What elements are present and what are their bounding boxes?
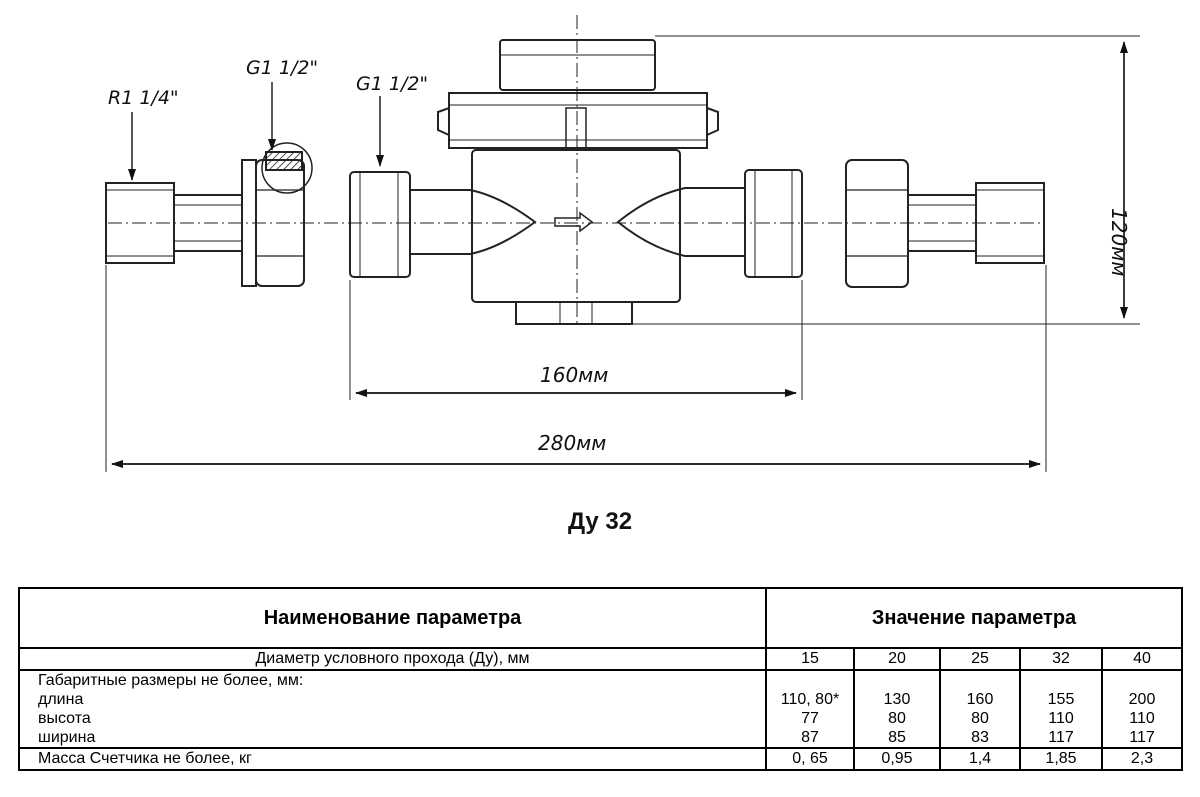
cell-value: 155 [1047, 691, 1075, 708]
table-row: Габаритные размеры не более, мм: длина в… [18, 669, 1184, 749]
cell-value: 1,4 [968, 750, 992, 767]
cell-value: 200 [1128, 691, 1156, 708]
table-cell: 0,95 [853, 747, 941, 771]
cell-value: 80 [888, 710, 906, 727]
cell-value: 15 [801, 650, 819, 667]
cell-value: 85 [888, 729, 906, 746]
cell-value: 1,85 [1045, 750, 1077, 767]
table-cell: 0, 65 [765, 747, 855, 771]
thread-hatch [265, 151, 303, 171]
thread-label-mid: G1 1/2" [246, 57, 318, 79]
table-cell: 1,85 [1019, 747, 1103, 771]
table-cell: 15 [765, 647, 855, 671]
cell-value: 80 [971, 710, 989, 727]
row-name-line: длина [38, 691, 84, 708]
table-cell: 200 110 117 [1100, 669, 1184, 749]
spec-table: Наименование параметра Значение параметр… [18, 587, 1184, 771]
thread-label-body: G1 1/2" [356, 73, 428, 95]
thread-label-left: R1 1/4" [108, 87, 179, 109]
table-cell: 20 [853, 647, 941, 671]
row-name-line: ширина [38, 729, 96, 746]
cell-value: 32 [1052, 650, 1070, 667]
height-label: 120мм [1107, 208, 1131, 276]
cell-value: 110, 80* [780, 691, 840, 708]
row-name-line: Диаметр условного прохода (Ду), мм [255, 650, 530, 667]
row-name: Габаритные размеры не более, мм: длина в… [18, 669, 767, 749]
left-tailpiece [105, 142, 313, 287]
cell-value: 0,95 [881, 750, 913, 767]
figure-caption: Ду 32 [567, 508, 633, 535]
table-row: Масса Счетчика не более, кг 0, 65 0,95 1… [18, 747, 1184, 771]
table-cell: 130 80 85 [853, 669, 941, 749]
table-cell: 25 [939, 647, 1021, 671]
cell-value: 20 [888, 650, 906, 667]
table-cell: 155 110 117 [1019, 669, 1103, 749]
cell-value: 117 [1048, 729, 1074, 746]
cell-value: 87 [801, 729, 819, 746]
row-name-line: Габаритные размеры не более, мм: [38, 672, 304, 689]
table-cell: 160 80 83 [939, 669, 1021, 749]
header-parameter-name: Наименование параметра [18, 587, 767, 649]
table-header-row: Наименование параметра Значение параметр… [18, 587, 1184, 649]
cell-value [944, 671, 1016, 690]
cell-value [1024, 671, 1098, 690]
cell-value: 110 [1048, 710, 1074, 727]
meter-body [349, 39, 803, 325]
detail-circle [261, 142, 313, 194]
table-cell: 110, 80* 77 87 [765, 669, 855, 749]
cell-value: 40 [1133, 650, 1151, 667]
header-parameter-value: Значение параметра [764, 587, 1184, 649]
row-name: Масса Счетчика не более, кг [18, 747, 767, 771]
cell-value: 2,3 [1130, 750, 1154, 767]
cell-value: 77 [801, 710, 819, 727]
cell-value [770, 671, 850, 690]
table-cell: 40 [1100, 647, 1184, 671]
cell-value: 110 [1129, 710, 1155, 727]
flow-arrow [554, 211, 594, 233]
technical-drawing: R1 1/4" G1 1/2" G1 1/2" 160мм 280мм 120м… [105, 15, 1140, 472]
right-tailpiece [845, 159, 1045, 288]
table-row: Диаметр условного прохода (Ду), мм 15 20… [18, 647, 1184, 671]
table-cell: 1,4 [939, 747, 1021, 771]
total-length-label: 280мм [538, 431, 606, 455]
cell-value: 130 [883, 691, 911, 708]
cell-value: 117 [1129, 729, 1155, 746]
row-name-line: высота [38, 710, 91, 727]
row-name-line: Масса Счетчика не более, кг [38, 750, 252, 767]
cell-value [858, 671, 936, 690]
cell-value: 83 [971, 729, 989, 746]
cell-value: 25 [971, 650, 989, 667]
table-cell: 2,3 [1100, 747, 1184, 771]
row-name: Диаметр условного прохода (Ду), мм [18, 647, 767, 671]
cell-value: 0, 65 [792, 750, 828, 767]
cell-value: 160 [966, 691, 994, 708]
table-cell: 32 [1019, 647, 1103, 671]
body-length-label: 160мм [540, 363, 608, 387]
cell-value [1106, 671, 1178, 690]
